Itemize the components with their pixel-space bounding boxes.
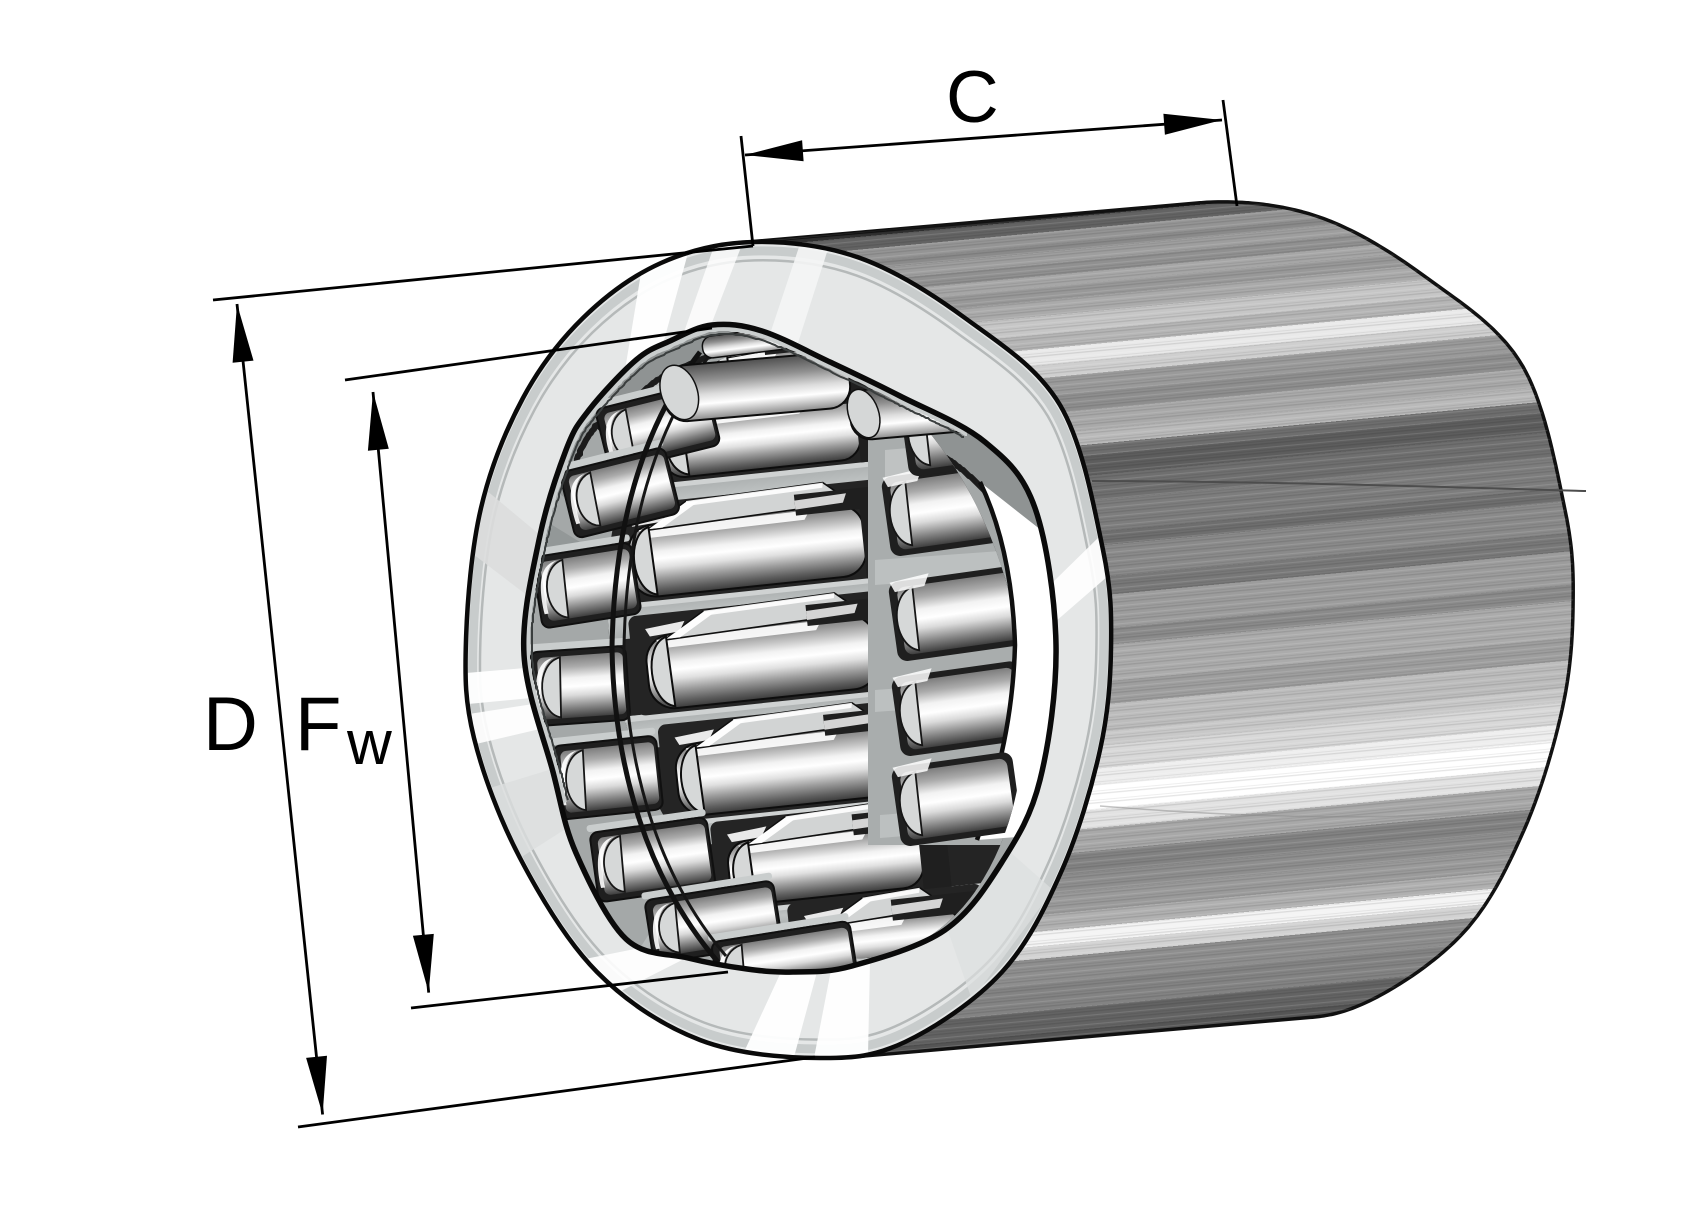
svg-text:F: F — [295, 682, 341, 767]
svg-text:w: w — [346, 709, 392, 778]
svg-text:D: D — [203, 682, 258, 767]
svg-text:C: C — [946, 57, 999, 138]
